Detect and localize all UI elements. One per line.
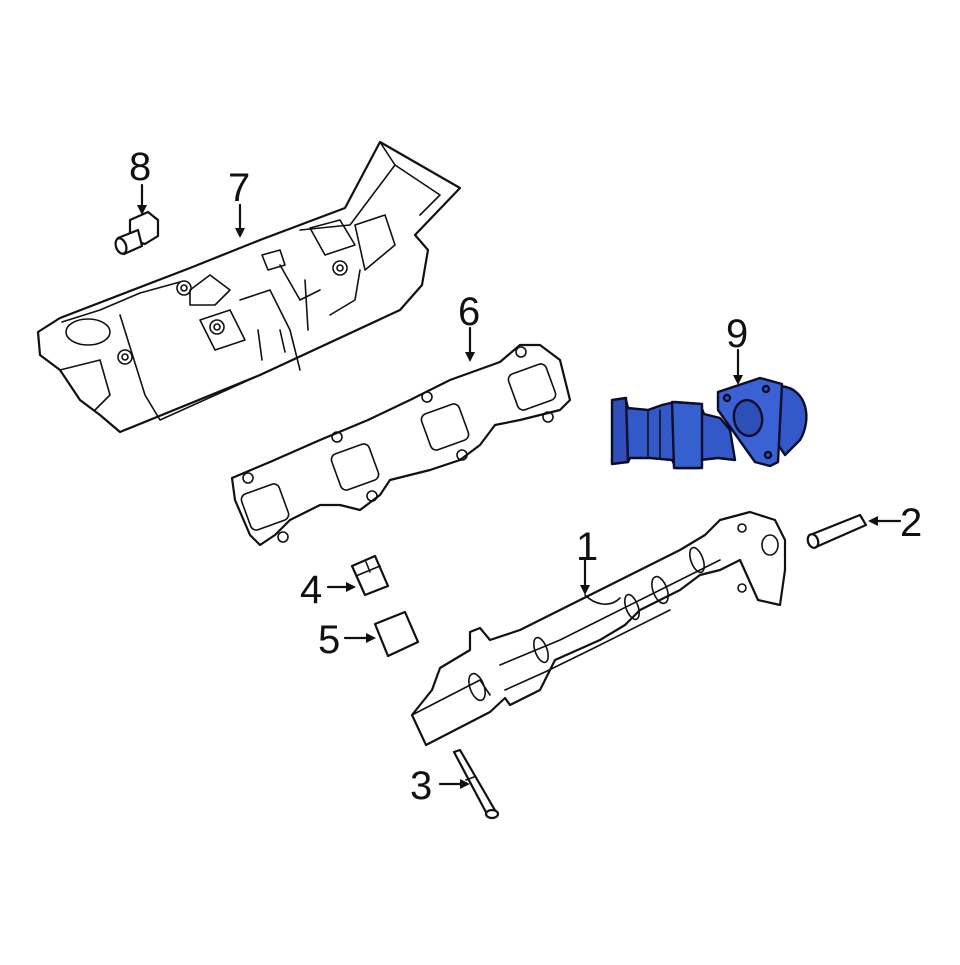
leader-lines — [137, 183, 902, 789]
egr-elbow-part[interactable] — [610, 376, 808, 470]
callout-1[interactable]: 1 — [576, 525, 599, 569]
callout-4[interactable]: 4 — [300, 568, 323, 612]
callout-2[interactable]: 2 — [900, 501, 923, 545]
callout-6[interactable]: 6 — [458, 290, 481, 334]
stud-2-part[interactable] — [806, 513, 868, 549]
nut-4-part[interactable] — [350, 554, 390, 597]
stud-3-part[interactable] — [452, 748, 500, 820]
heat-shield-part[interactable] — [36, 140, 462, 434]
heat-shield-bolt-part[interactable] — [114, 210, 160, 256]
manifold-gasket-part[interactable] — [230, 343, 572, 547]
callout-9[interactable]: 9 — [726, 312, 749, 356]
callout-8[interactable]: 8 — [129, 145, 152, 189]
exhaust-manifold-part[interactable] — [410, 510, 787, 747]
callout-3[interactable]: 3 — [410, 764, 433, 808]
callout-5[interactable]: 5 — [318, 618, 341, 662]
callout-7[interactable]: 7 — [228, 166, 251, 210]
nut-5-part[interactable] — [373, 610, 420, 658]
